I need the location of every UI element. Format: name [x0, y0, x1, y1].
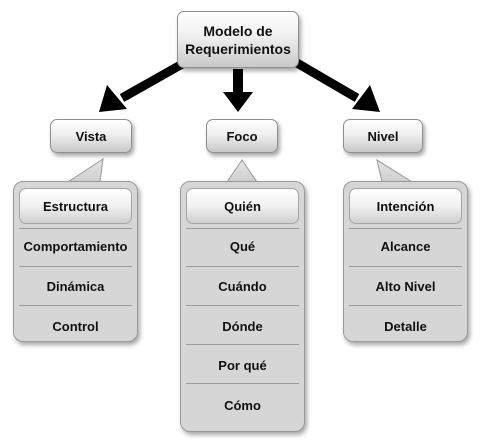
divider: [186, 266, 299, 267]
list-item: Cómo: [224, 397, 261, 413]
arrow-to-vista: [99, 59, 187, 112]
list-item: Estructura: [19, 188, 132, 224]
list-item: Qué: [229, 238, 256, 254]
divider: [186, 228, 299, 229]
root-line-1: Modelo de: [203, 22, 273, 39]
divider: [349, 305, 462, 306]
root-line-2: Requerimientos: [185, 40, 291, 57]
category-label: Nivel: [367, 128, 399, 144]
arrow-to-foco: [223, 69, 253, 112]
foco-callout-tail: [226, 159, 258, 183]
arrow-to-nivel: [294, 59, 380, 112]
divider: [186, 305, 299, 306]
divider: [186, 383, 299, 384]
nivel-items-panel: Intención Alcance Alto Nivel Detalle: [343, 181, 468, 342]
list-item: Dinámica: [46, 278, 105, 294]
nivel-callout-tail: [376, 158, 414, 183]
list-item: Alcance: [380, 238, 431, 254]
list-item: Quién: [186, 188, 299, 224]
category-label: Vista: [75, 128, 107, 144]
list-item: Cuándo: [218, 278, 267, 294]
root-node: Modelo de Requerimientos: [177, 11, 299, 68]
vista-items-panel: Estructura Comportamiento Dinámica Contr…: [13, 181, 138, 342]
list-item: Dónde: [222, 318, 263, 334]
list-item: Alto Nivel: [375, 278, 436, 294]
list-item: Control: [52, 318, 99, 334]
divider: [349, 266, 462, 267]
foco-items-panel: Quién Qué Cuándo Dónde Por qué Cómo: [180, 181, 305, 432]
category-nivel: Nivel: [343, 119, 423, 153]
divider: [19, 305, 132, 306]
list-item: Comportamiento: [23, 238, 128, 254]
divider: [19, 266, 132, 267]
divider: [349, 228, 462, 229]
category-vista: Vista: [50, 119, 132, 153]
category-label: Foco: [226, 128, 258, 144]
divider: [19, 228, 132, 229]
vista-callout-tail: [66, 157, 104, 183]
divider: [186, 344, 299, 345]
list-item: Intención: [349, 188, 462, 224]
list-item: Detalle: [384, 318, 427, 334]
list-item: Por qué: [218, 357, 267, 373]
category-foco: Foco: [206, 119, 278, 153]
